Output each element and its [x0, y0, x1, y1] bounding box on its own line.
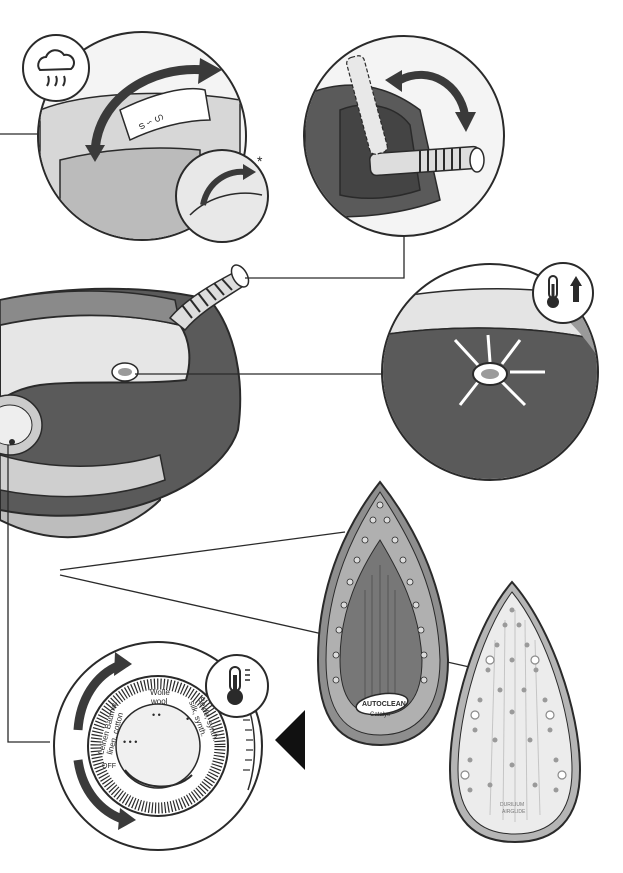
- soleplate-autoclean: AUTOCLEAN Catalys: [318, 482, 448, 745]
- label-wool-de: Wolle: [150, 688, 170, 697]
- steam-inset-callout: *: [176, 150, 268, 242]
- temperature-up-icon: [533, 263, 593, 323]
- label-off: OFF: [102, 763, 116, 770]
- thermometer-icon: [206, 655, 268, 717]
- iron-body: [0, 262, 252, 537]
- cord-swivel-callout: [304, 36, 504, 236]
- body-anticalc-button: [112, 363, 138, 381]
- durilium-brand-line1: DURILIUM: [500, 802, 524, 808]
- soleplate-durilium: DURILIUM AIRGLIDE: [450, 582, 580, 842]
- autoclean-brand: AUTOCLEAN: [362, 701, 406, 708]
- label-dots-high: • • •: [123, 737, 137, 747]
- durilium-brand-line2: AIRGLIDE: [502, 809, 526, 815]
- thermostat-dial-callout: Wolle wool Seide, synth. silk, synth. Le…: [54, 642, 268, 850]
- steam-control-callout: ട ∽ ഗ *: [23, 32, 268, 242]
- hot-button-callout: [380, 263, 600, 480]
- autoclean-sub: Catalys: [370, 712, 390, 718]
- label-dots-low: •: [186, 714, 189, 724]
- label-wool-en: wool: [150, 697, 168, 706]
- dial-pointer-triangle: [275, 710, 305, 770]
- label-dots-mid: • •: [152, 710, 161, 720]
- asterisk-note: *: [257, 153, 263, 169]
- steam-icon: [23, 35, 89, 101]
